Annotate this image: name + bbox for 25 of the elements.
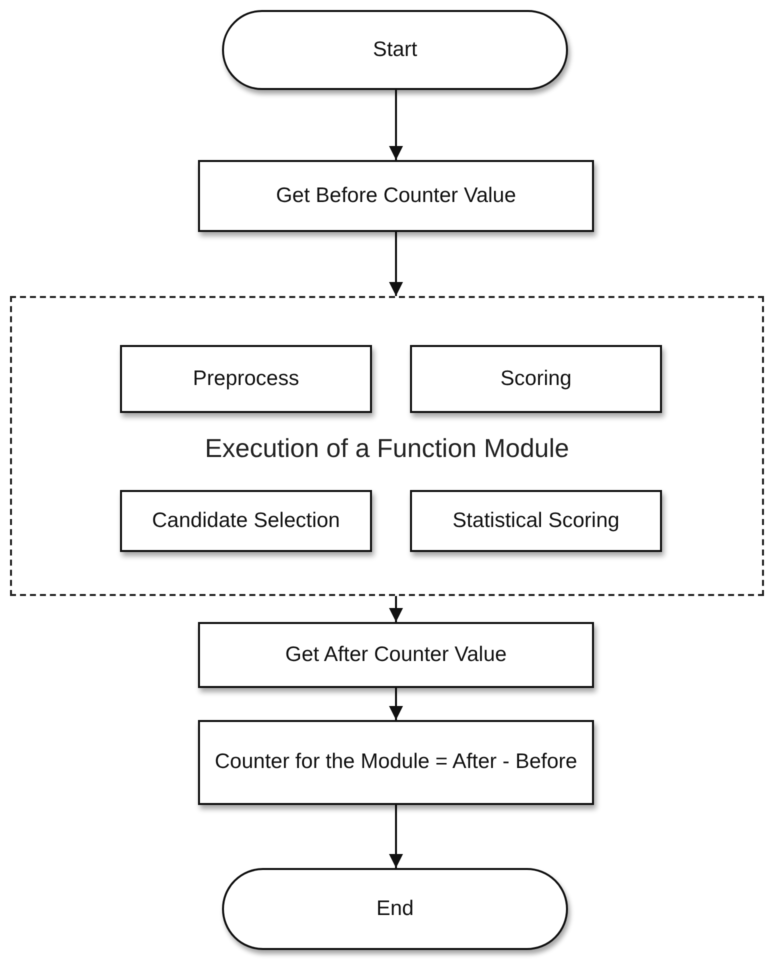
node-label: Counter for the Module = After - Before: [214, 750, 578, 775]
process-box: [198, 720, 594, 805]
arrow: [389, 688, 403, 720]
process-box: [198, 160, 594, 232]
process-box: [120, 345, 372, 413]
group-title: Execution of a Function Module: [204, 433, 570, 464]
arrow: [389, 596, 403, 622]
process-box: [198, 622, 594, 688]
process-box: [120, 490, 372, 552]
node-label: Get After Counter Value: [284, 642, 508, 668]
node-label: End: [375, 896, 415, 922]
dashed-group-box: [10, 296, 764, 596]
start-terminal: [222, 10, 568, 90]
arrow: [389, 805, 403, 868]
node-label: Get Before Counter Value: [274, 184, 518, 208]
node-label: Scoring: [499, 366, 573, 392]
node-label: Candidate Selection: [151, 508, 341, 534]
node-label: Preprocess: [192, 366, 300, 392]
arrow: [389, 90, 403, 160]
end-terminal: [222, 868, 568, 950]
arrow: [389, 232, 403, 296]
process-box: [410, 490, 662, 552]
node-label: Start: [372, 38, 418, 62]
node-label: Statistical Scoring: [452, 508, 620, 534]
process-box: [410, 345, 662, 413]
